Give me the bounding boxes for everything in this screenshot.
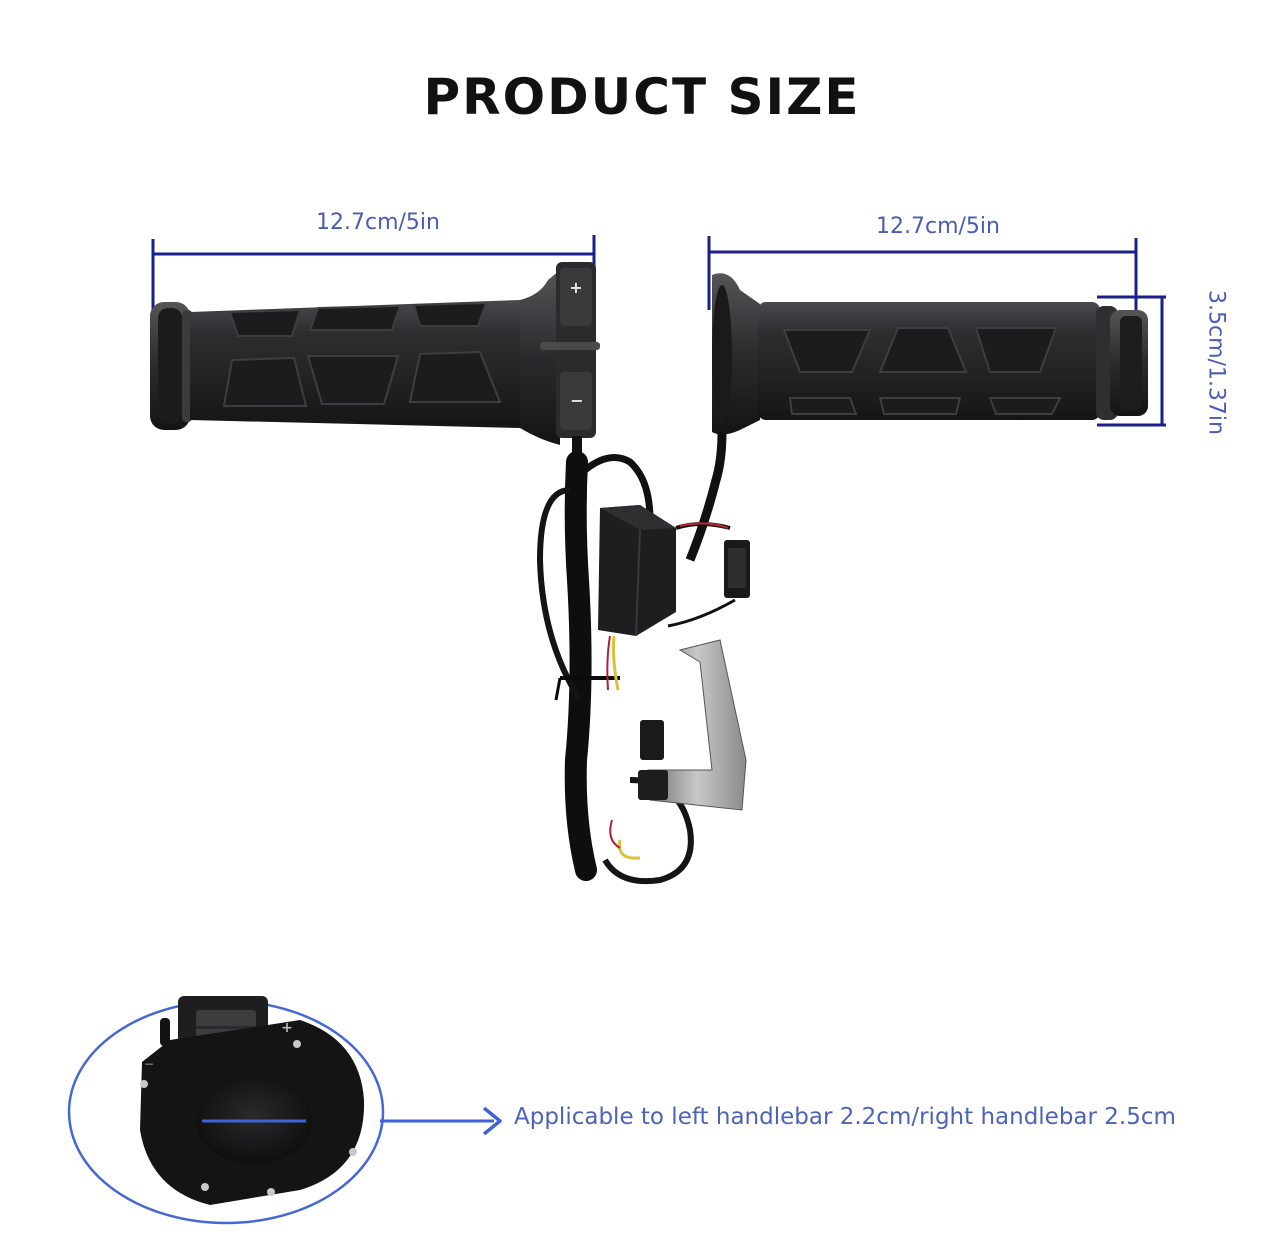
svg-text:−: −	[144, 1057, 154, 1071]
handlebar-compatibility-note: Applicable to left handlebar 2.2cm/right…	[514, 1104, 1176, 1130]
controller-closeup: + −	[67, 996, 385, 1225]
plus-icon: +	[569, 278, 582, 297]
right-dimension-line	[707, 236, 1138, 314]
minus-icon: −	[570, 391, 583, 410]
svg-text:+: +	[281, 1020, 293, 1036]
left-grip	[150, 262, 600, 466]
left-grip-length-label: 12.7cm/5in	[316, 210, 440, 235]
wiring-harness	[536, 451, 750, 885]
right-grip	[685, 273, 1148, 562]
arrow-right-icon	[380, 1106, 502, 1136]
page-title: PRODUCT SIZE	[423, 68, 861, 126]
diameter-dimension-line	[1097, 295, 1166, 427]
right-grip-length-label: 12.7cm/5in	[876, 214, 1000, 239]
